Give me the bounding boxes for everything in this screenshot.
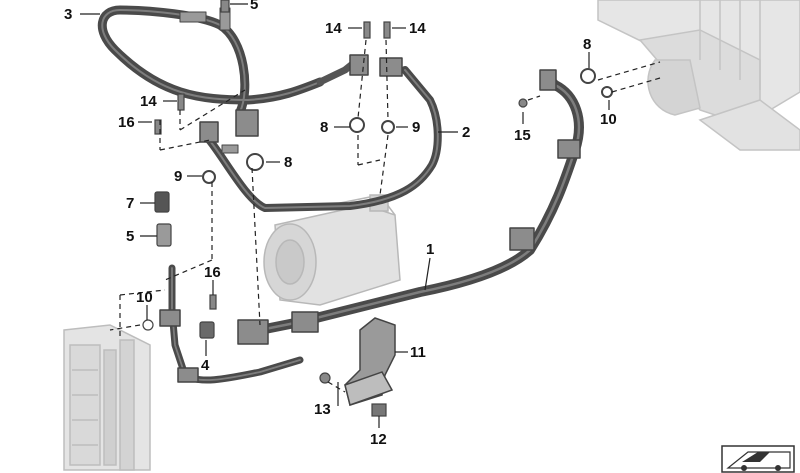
leader-lines — [80, 3, 661, 428]
callout-14-left: 14 — [140, 93, 157, 110]
callout-10-low: 10 — [136, 289, 153, 306]
callout-8-mid-a: 8 — [320, 119, 328, 136]
callout-10-right: 10 — [600, 111, 617, 128]
callout-3: 3 — [64, 6, 72, 23]
callout-13: 13 — [314, 401, 331, 418]
callout-14-b: 14 — [409, 20, 426, 37]
callout-11: 11 — [410, 344, 426, 361]
callout-16-left: 16 — [118, 114, 135, 131]
receiver-drier-ghost — [63, 324, 151, 471]
callout-1: 1 — [426, 241, 434, 258]
car-silhouette-icon — [721, 445, 795, 473]
compressor-ghost — [263, 194, 401, 306]
condenser-ghost — [597, 0, 800, 151]
hose-1 — [237, 69, 584, 345]
callout-5-top: 5 — [250, 0, 258, 13]
callout-9-left: 9 — [174, 168, 182, 185]
bracket-11 — [344, 317, 396, 406]
callout-14-a: 14 — [325, 20, 342, 37]
callout-8-right: 8 — [583, 36, 591, 53]
callout-9-mid: 9 — [412, 119, 420, 136]
callout-2: 2 — [462, 124, 470, 141]
small-parts — [142, 0, 613, 417]
callout-7: 7 — [126, 195, 134, 212]
callout-4: 4 — [201, 357, 210, 374]
hose-4 — [159, 264, 304, 384]
callout-8-mid-b: 8 — [284, 154, 292, 171]
callout-labels: 3 5 14 14 8 14 16 8 9 2 15 10 9 8 7 5 1 … — [64, 0, 617, 448]
callout-15: 15 — [514, 127, 531, 144]
callout-5-mid: 5 — [126, 228, 134, 245]
callout-16-low: 16 — [204, 264, 221, 281]
hose-3 — [97, 5, 359, 137]
callout-12: 12 — [370, 431, 387, 448]
